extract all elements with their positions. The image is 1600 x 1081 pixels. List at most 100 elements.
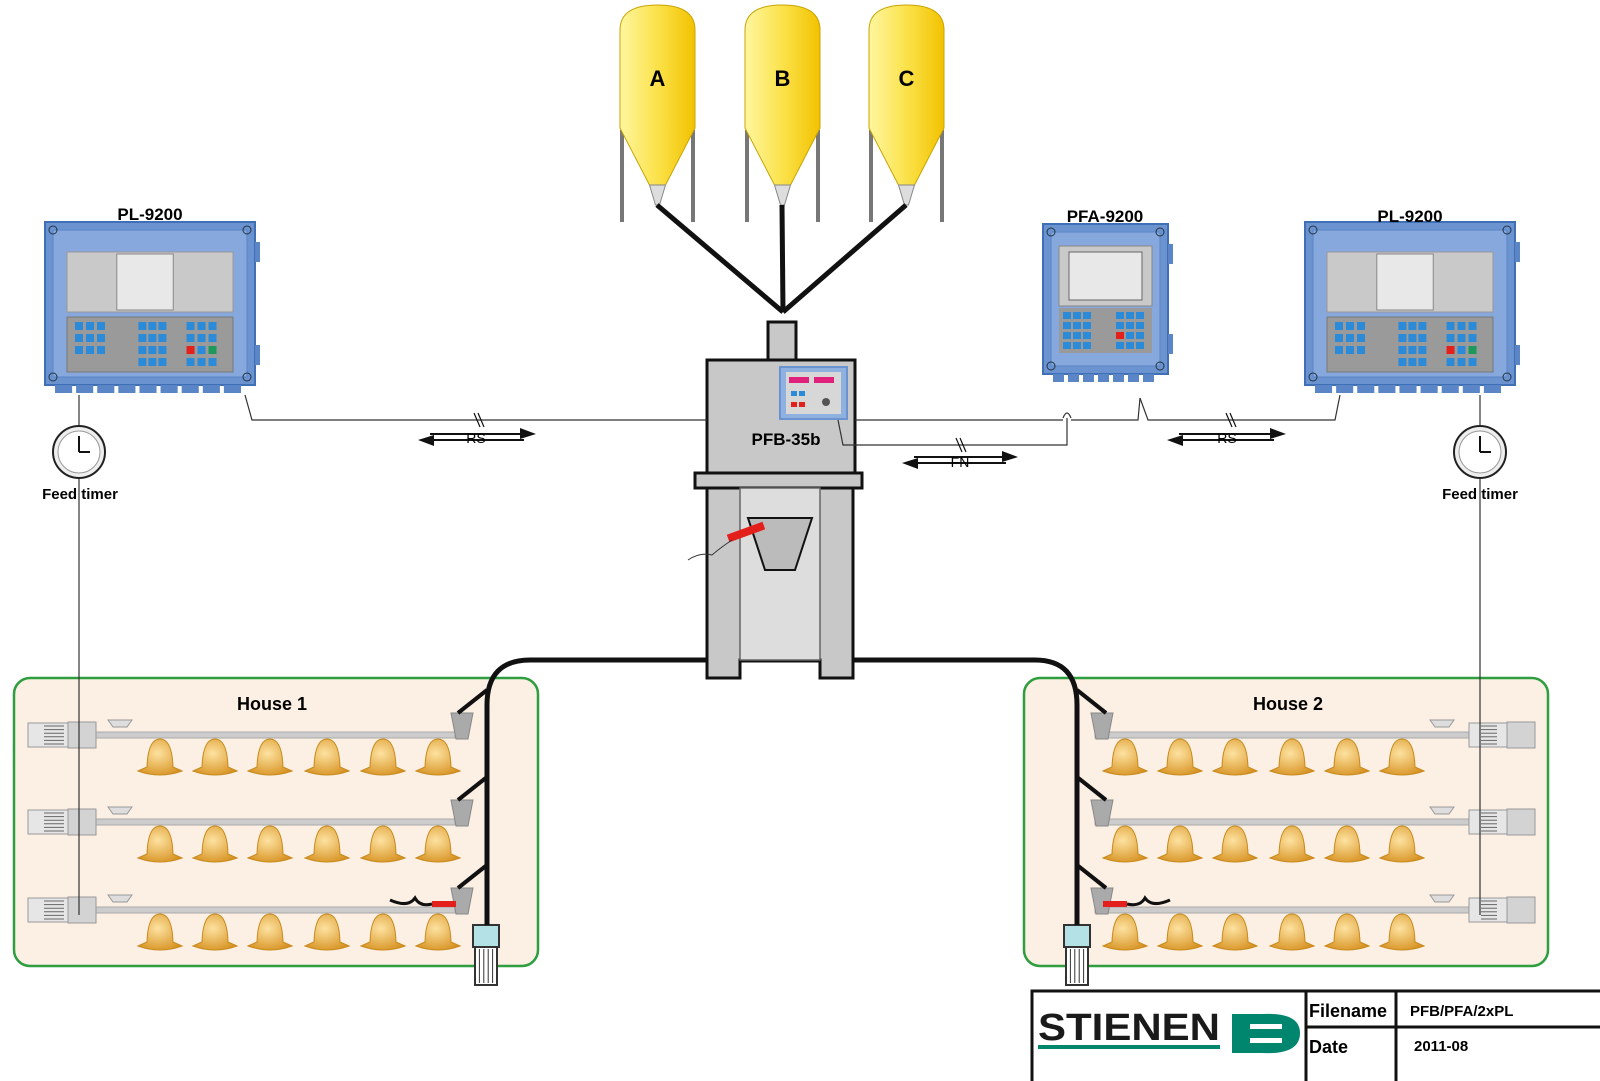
key	[1073, 322, 1081, 329]
feed-branch	[1075, 775, 1108, 802]
screw-icon	[1046, 361, 1056, 371]
key	[1457, 334, 1466, 342]
fn-label: FN	[951, 454, 970, 470]
wiring	[78, 394, 1481, 915]
drive-motor-icon	[472, 924, 500, 986]
feeder-pan	[303, 738, 351, 776]
key	[1083, 322, 1091, 329]
key	[186, 358, 195, 366]
key	[97, 346, 105, 354]
key	[208, 346, 217, 354]
key	[1073, 332, 1081, 339]
feed-branch	[456, 688, 489, 715]
feeder-pan	[1378, 913, 1426, 951]
key	[1457, 322, 1466, 330]
key	[1136, 342, 1144, 349]
feeder-pan	[414, 913, 462, 951]
screw-icon	[1502, 372, 1512, 382]
feed-timer-right-label: Feed timer	[1442, 486, 1518, 503]
house-1-title: House 1	[237, 694, 307, 714]
feed-rail	[94, 906, 456, 914]
key	[1126, 332, 1134, 339]
filename-value: PFB/PFA/2xPL	[1410, 1003, 1513, 1020]
feed-timer-left-clock-icon	[52, 425, 106, 479]
key	[1126, 312, 1134, 319]
motor-icon	[27, 896, 97, 924]
key	[138, 322, 147, 330]
key	[1346, 334, 1354, 342]
sensor-cable	[389, 895, 433, 907]
screen	[116, 253, 174, 311]
key	[1418, 334, 1427, 342]
key	[1116, 322, 1124, 329]
key	[75, 334, 83, 342]
key	[197, 346, 206, 354]
key	[186, 346, 195, 354]
feeder-pan	[191, 913, 239, 951]
feed-timer-left-label: Feed timer	[42, 486, 118, 503]
trough	[107, 894, 133, 903]
key	[1357, 322, 1365, 330]
weigher-title: PFB-35b	[752, 430, 821, 449]
key	[1446, 346, 1455, 354]
feeder-pan	[1378, 738, 1426, 776]
controller-pl-9200-left	[44, 221, 260, 393]
screw-icon	[242, 372, 252, 382]
feeder-pan	[1378, 825, 1426, 863]
key	[1457, 346, 1466, 354]
key	[1446, 334, 1455, 342]
key	[1126, 322, 1134, 329]
trough	[1429, 894, 1455, 903]
feeder-pan	[191, 738, 239, 776]
feeder-pan	[359, 913, 407, 951]
feed-branch	[1075, 688, 1108, 715]
logo-text: STIENEN	[1038, 1007, 1220, 1049]
key	[86, 322, 94, 330]
pfa-title: PFA-9200	[1067, 207, 1144, 226]
key	[158, 322, 167, 330]
key	[1408, 358, 1417, 366]
feeder-pan	[246, 738, 294, 776]
feeder-pan	[1156, 913, 1204, 951]
key	[1346, 346, 1354, 354]
key	[97, 322, 105, 330]
key	[1073, 342, 1081, 349]
feeder-pan	[136, 738, 184, 776]
screw-icon	[1308, 372, 1318, 382]
key	[1083, 342, 1091, 349]
key	[197, 322, 206, 330]
feeder-pan	[1211, 913, 1259, 951]
feed-branch	[456, 863, 489, 890]
key	[1398, 322, 1407, 330]
screw-icon	[1502, 225, 1512, 235]
trough	[1429, 806, 1455, 815]
feed-tube	[484, 657, 1080, 925]
key	[1408, 346, 1417, 354]
pl-left-title: PL-9200	[117, 205, 182, 224]
key	[1136, 332, 1144, 339]
motor-icon	[1468, 721, 1536, 749]
feed-branch	[1075, 863, 1108, 890]
screw-icon	[242, 225, 252, 235]
key	[1398, 358, 1407, 366]
key	[75, 346, 83, 354]
key	[148, 322, 157, 330]
key	[208, 334, 217, 342]
key	[97, 334, 105, 342]
key	[197, 358, 206, 366]
motor-icon	[1468, 808, 1536, 836]
key	[1136, 322, 1144, 329]
feeder-pan	[1323, 913, 1371, 951]
key	[1408, 322, 1417, 330]
key	[1063, 322, 1071, 329]
screen	[1068, 251, 1143, 301]
feed-timer-right-clock-icon	[1453, 425, 1507, 479]
key	[1418, 322, 1427, 330]
feeder-pan	[191, 825, 239, 863]
pl-right-title: PL-9200	[1377, 207, 1442, 226]
key	[1073, 312, 1081, 319]
controller-pl-9200-right	[1304, 221, 1520, 393]
feeder-pan	[1211, 825, 1259, 863]
feeder-pan	[1268, 825, 1316, 863]
weigher-pfb	[687, 320, 864, 680]
